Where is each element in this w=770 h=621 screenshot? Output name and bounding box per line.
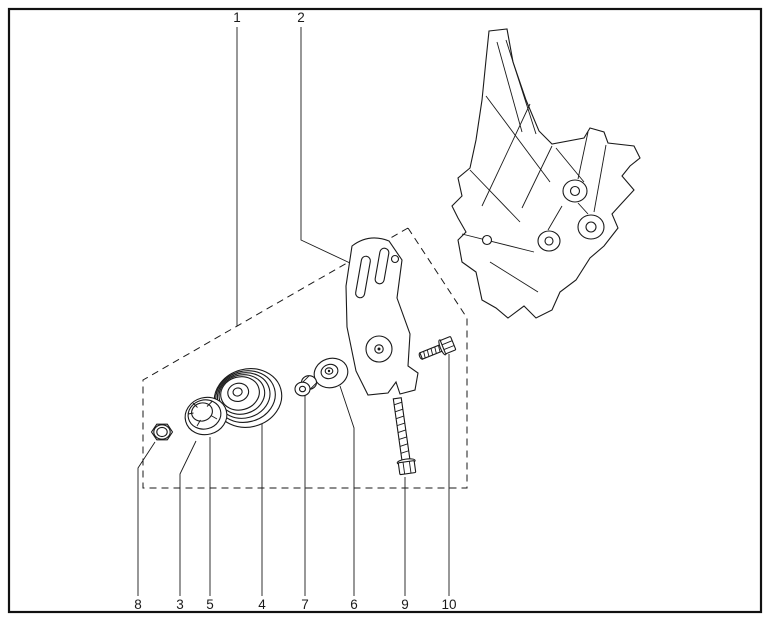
leader-line-6 xyxy=(339,385,355,596)
spacer-bushing-drawing xyxy=(294,375,318,397)
callout-5: 5 xyxy=(206,597,214,612)
casting-rib-lines xyxy=(461,39,607,293)
bolt-head xyxy=(397,460,417,476)
callout-7: 7 xyxy=(301,597,309,612)
thread-lines xyxy=(423,345,441,359)
long-bolt-drawing xyxy=(392,397,417,476)
nut-drawing xyxy=(150,423,174,441)
engine-mount-bracket-drawing xyxy=(451,28,641,319)
callout-3: 3 xyxy=(176,597,184,612)
callout-10: 10 xyxy=(441,597,456,612)
bracket-bolt-hole xyxy=(390,254,400,264)
callout-6: 6 xyxy=(350,597,358,612)
leader-line-2 xyxy=(300,27,351,264)
callout-4: 4 xyxy=(258,597,266,612)
callout-leader-lines xyxy=(137,27,450,596)
leader-line-3 xyxy=(179,440,197,596)
dust-cap-drawing xyxy=(184,396,228,436)
callout-8: 8 xyxy=(134,597,142,612)
pulley-bore xyxy=(232,387,243,397)
mounting-bosses xyxy=(481,179,605,252)
thread-lines xyxy=(393,401,409,454)
assembly-boundary-dashed-outline xyxy=(142,227,468,489)
bracket-slot-left xyxy=(355,255,371,299)
pulley-drawing xyxy=(213,368,283,428)
cap-facet-lines xyxy=(187,401,218,427)
bracket-slot-right xyxy=(374,247,390,285)
short-bolt-drawing xyxy=(418,336,457,360)
tensioner-bracket-drawing xyxy=(345,237,419,396)
callout-9: 9 xyxy=(401,597,409,612)
leader-line-8 xyxy=(137,441,156,596)
callout-1: 1 xyxy=(233,10,241,25)
callout-labels: 1 2 8 3 5 4 7 6 9 10 xyxy=(134,10,456,612)
callout-2: 2 xyxy=(297,10,305,25)
